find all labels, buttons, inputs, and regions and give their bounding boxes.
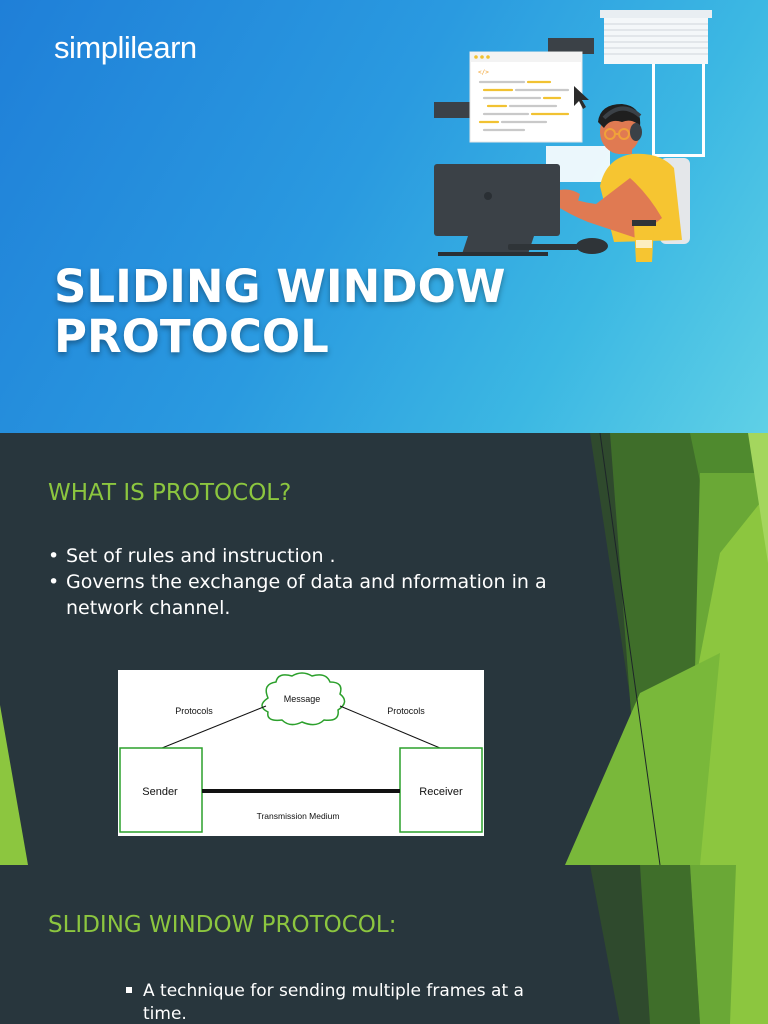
monitor-icon bbox=[434, 164, 560, 256]
medium-label: Transmission Medium bbox=[257, 811, 340, 821]
title-slide: simplilearn bbox=[0, 0, 768, 433]
list-item: Set of rules and instruction . bbox=[48, 543, 588, 569]
simplilearn-logo: simplilearn bbox=[54, 30, 197, 65]
code-window-icon: </> bbox=[469, 51, 583, 143]
sender-label: Sender bbox=[142, 786, 178, 798]
window-blinds-icon bbox=[600, 10, 712, 157]
message-cloud-icon bbox=[261, 672, 346, 726]
slide-title-line-1: SLIDING WINDOW bbox=[54, 260, 506, 313]
message-label: Message bbox=[284, 694, 321, 704]
receiver-box bbox=[399, 747, 483, 833]
green-facet-decoration bbox=[590, 865, 768, 1024]
sender-box bbox=[119, 747, 203, 833]
person-icon bbox=[546, 104, 682, 242]
section-heading: WHAT IS PROTOCOL? bbox=[48, 480, 292, 506]
protocols-right-label: Protocols bbox=[387, 706, 425, 716]
cursor-icon bbox=[574, 86, 589, 109]
developer-illustration: </> bbox=[434, 10, 712, 262]
receiver-label: Receiver bbox=[419, 786, 463, 798]
tag-icon bbox=[548, 38, 594, 54]
coffee-cup-icon bbox=[632, 220, 656, 262]
protocols-left-label: Protocols bbox=[175, 706, 213, 716]
tag-icon bbox=[434, 102, 472, 118]
list-item: Governs the exchange of data and nformat… bbox=[48, 569, 588, 621]
connector-line bbox=[161, 705, 267, 749]
what-is-protocol-slide: WHAT IS PROTOCOL? Set of rules and instr… bbox=[0, 433, 768, 865]
section-heading: SLIDING WINDOW PROTOCOL: bbox=[48, 912, 397, 938]
slide-title: SLIDING WINDOW PROTOCOL bbox=[54, 262, 505, 362]
svg-text:</>: </> bbox=[478, 69, 489, 76]
mouse-icon bbox=[576, 238, 608, 254]
sliding-window-protocol-slide: SLIDING WINDOW PROTOCOL: A technique for… bbox=[0, 865, 768, 1024]
keyboard-icon bbox=[508, 244, 578, 250]
bullet-list: A technique for sending multiple frames … bbox=[126, 980, 546, 1024]
protocol-diagram: Message Protocols Protocols Sender Recei… bbox=[118, 670, 484, 836]
connector-line bbox=[339, 705, 441, 749]
slide-title-line-2: PROTOCOL bbox=[54, 310, 329, 363]
list-item: A technique for sending multiple frames … bbox=[126, 980, 546, 1024]
green-facet-decoration bbox=[0, 433, 768, 865]
bullet-list: Set of rules and instruction . Governs t… bbox=[48, 543, 588, 621]
